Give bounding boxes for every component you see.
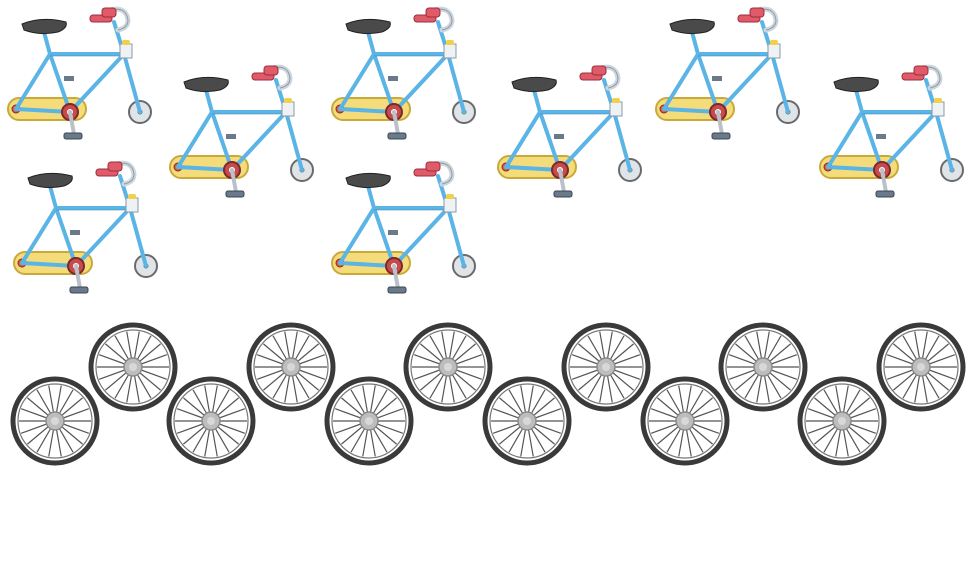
wheel-icon [640,376,730,466]
bicycle-icon [326,2,478,142]
wheel-icon [246,322,336,412]
bicycle-icon [650,2,802,142]
wheel-icon [876,322,966,412]
wheel-icon [324,376,414,466]
wheel-icon [166,376,256,466]
wheel-icon [482,376,572,466]
bicycle-icon [492,60,644,200]
bicycle-icon [814,60,966,200]
wheel-icon [561,322,651,412]
bicycle-icon [2,2,154,142]
wheel-icon [88,322,178,412]
wheel-icon [10,376,100,466]
wheel-icon [797,376,887,466]
wheel-icon [718,322,808,412]
bicycle-icon [326,156,478,296]
wheel-icon [403,322,493,412]
bicycle-icon [8,156,160,296]
bicycle-icon [164,60,316,200]
